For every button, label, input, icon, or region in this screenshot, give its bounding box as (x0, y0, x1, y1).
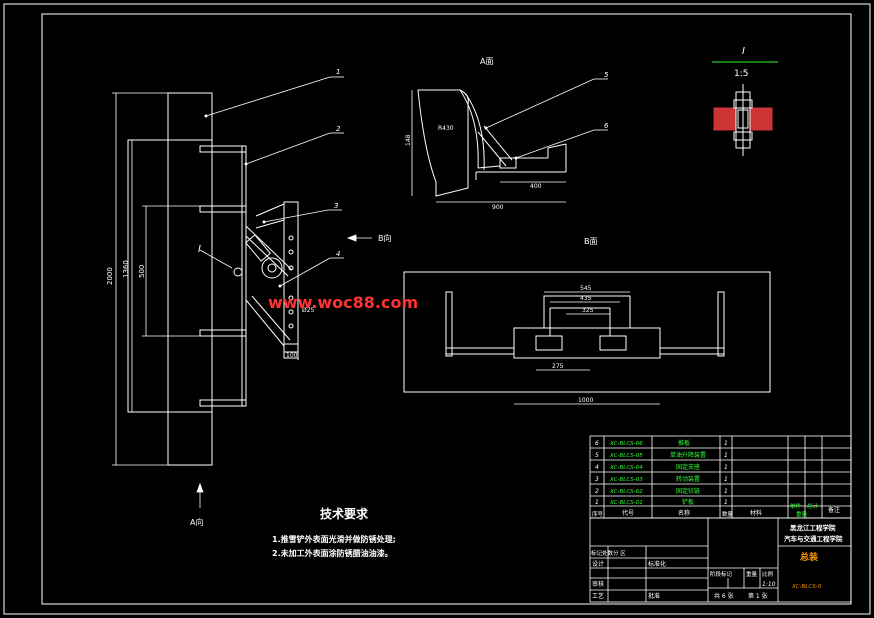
dim-left-hole: Ø25 (302, 307, 315, 314)
bom-name: 单油升降装置 (670, 451, 706, 459)
bom-rows: 6 XC-BLCS-06 推板 1 5 XC-BLCS-05 单油升降装置 1 … (595, 439, 728, 506)
design-label: 设计 (592, 560, 604, 568)
bom-no: 6 (595, 440, 599, 447)
detail-view (713, 84, 773, 156)
b-view-title: B面 (584, 237, 598, 246)
craft-label: 工艺 (592, 592, 604, 600)
bom-code: XC-BLCS-01 (609, 500, 643, 506)
leader-lines (205, 76, 608, 287)
dim-left-total: 2000 (106, 267, 114, 285)
bom-header-single: 单件 (790, 502, 802, 510)
drawing-number: XC-BLCS-0 (791, 584, 822, 590)
leader-dots (204, 114, 518, 288)
bom-no: 4 (595, 464, 599, 471)
weight-label: 重量 (746, 570, 758, 578)
a-view-dimensions (411, 90, 566, 203)
scale-value: 1:10 (762, 581, 776, 588)
b-dim-545: 545 (580, 285, 592, 292)
bom-qty: 1 (724, 452, 728, 459)
balloon-6: 6 (604, 122, 609, 130)
bom-qty: 1 (724, 476, 728, 483)
a-direction-label: A向 (190, 517, 203, 527)
bom-qty: 1 (724, 499, 728, 506)
bom-qty: 1 (724, 440, 728, 447)
b-view-dimensions (514, 291, 660, 405)
title-block-grid (589, 517, 852, 603)
a-view (417, 89, 567, 197)
dim-left-mid: 1360 (122, 260, 130, 278)
b-direction-label: B向 (378, 233, 392, 243)
bom-header-remark: 备注 (828, 506, 840, 514)
outer-border (3, 3, 871, 615)
a-dim-radius: R430 (438, 125, 454, 132)
bom-no: 2 (595, 488, 599, 495)
bom-code: XC-BLCS-02 (609, 489, 643, 495)
bom-table-grid (589, 435, 852, 519)
bom-header-no: 序号 (592, 510, 604, 518)
balloon-3: 3 (334, 202, 338, 210)
b-dim-435: 435 (580, 295, 592, 302)
school-name-2: 汽车与交通工程学院 (784, 534, 843, 543)
tech-title: 技术要求 (320, 506, 369, 521)
front-view (127, 92, 299, 466)
b-dim-325: 325 (582, 307, 594, 314)
balloon-4: 4 (336, 250, 340, 258)
dim-left-bottom: 100 (286, 352, 298, 359)
a-view-title: A面 (480, 57, 493, 66)
balloon-1: 1 (336, 68, 340, 76)
tech-line-1: 1.推雪铲外表面光滑并做防锈处理; (272, 534, 396, 544)
bom-name: 固定铰链 (676, 487, 700, 495)
rev-label: 标记处数分 区 (591, 549, 626, 557)
detail-title: I (742, 46, 745, 57)
front-dimensions (112, 92, 233, 466)
std-label: 标准化 (648, 560, 666, 568)
dim-left-inner: 500 (138, 265, 146, 278)
balloon-5: 5 (604, 71, 609, 79)
a-dim-base: 400 (530, 183, 542, 190)
a-direction-arrow (196, 482, 204, 508)
tech-line-2: 2.未加工外表面涂防锈腊油油漆。 (272, 548, 393, 558)
bom-no: 3 (595, 476, 599, 483)
ratio-label: 比例 (762, 570, 774, 578)
bom-code: XC-BLCS-05 (609, 453, 643, 459)
bom-no: 1 (595, 499, 599, 506)
stage-label: 阶段标记 (710, 570, 733, 578)
detail-marker-label: I (198, 244, 201, 255)
bom-header-total: 总计 (807, 502, 819, 510)
b-direction-arrow (346, 234, 372, 242)
balloon-2: 2 (336, 125, 341, 133)
inner-border (41, 13, 852, 605)
bom-header-material: 材料 (750, 509, 762, 517)
bom-code: XC-BLCS-06 (609, 441, 643, 447)
sheet-current: 第 1 张 (748, 592, 768, 600)
detail-scale: 1:5 (734, 69, 748, 79)
bom-header-qty: 数量 (722, 510, 734, 518)
bom-qty: 1 (724, 464, 728, 471)
b-dim-275: 275 (552, 363, 564, 370)
bom-qty: 1 (724, 488, 728, 495)
bom-header-weight: 重量 (796, 510, 808, 518)
a-dim-width: 900 (492, 204, 504, 211)
sheets-total: 共 6 张 (714, 592, 734, 600)
a-dim-height: 148 (405, 134, 412, 146)
bom-name: 推板 (678, 439, 690, 447)
b-view (403, 271, 771, 393)
bom-name: 转动装置 (676, 475, 700, 483)
school-name-1: 黑龙江工程学院 (790, 523, 836, 532)
bom-header-code: 代号 (622, 509, 634, 517)
watermark: www.woc88.com (268, 293, 418, 312)
bom-code: XC-BLCS-03 (609, 477, 643, 483)
bom-code: XC-BLCS-04 (609, 465, 643, 471)
bom-name: 固定支座 (676, 463, 700, 471)
drawing-title: 总装 (800, 551, 819, 563)
approve-label: 批准 (648, 592, 660, 600)
bom-no: 5 (595, 452, 599, 459)
review-label: 审核 (592, 580, 604, 588)
bom-name: 铲板 (682, 498, 694, 506)
b-dim-1000: 1000 (578, 397, 593, 404)
bom-header-name: 名称 (678, 509, 690, 517)
